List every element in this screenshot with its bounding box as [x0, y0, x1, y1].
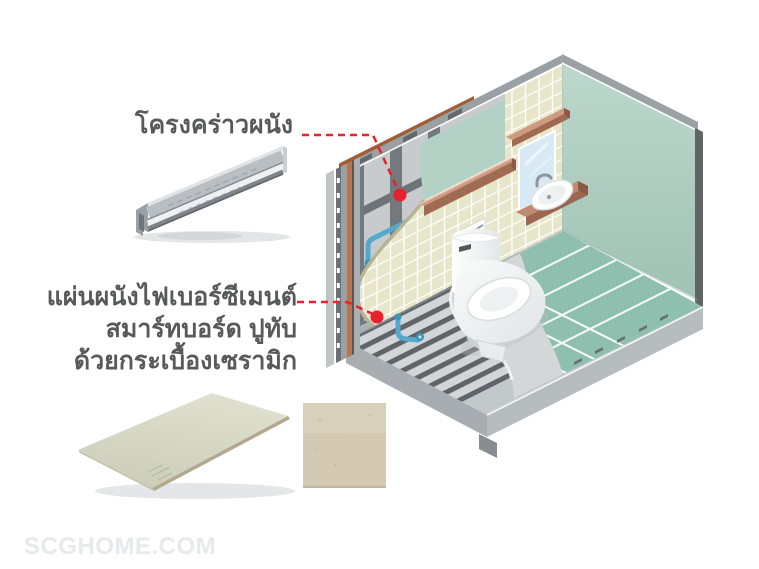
floor-slab-edge-left — [346, 341, 487, 437]
callouts — [297, 133, 407, 324]
faucet — [535, 173, 553, 188]
board-top-edge — [339, 96, 474, 169]
label-wall-frame: โครงคร่าวผนัง — [135, 111, 293, 139]
wall-ledge — [419, 157, 516, 216]
tile-spacers — [574, 314, 668, 365]
scghome-watermark: SCGHOME.COM — [24, 533, 217, 560]
callout-line-wall-frame — [302, 133, 400, 191]
toilet — [450, 228, 550, 363]
right-wall-top-trim — [562, 54, 698, 131]
floor-ceramic-tiles — [519, 231, 703, 374]
painted-wall-band — [419, 100, 505, 200]
rail — [364, 193, 390, 215]
wall-top-track — [339, 55, 563, 176]
fiber-cement-board-image — [78, 393, 295, 499]
slab-leg — [479, 434, 497, 458]
right-wall-surface — [562, 62, 698, 299]
callout-dot-wall-panel — [370, 310, 384, 324]
board-print-marks — [147, 464, 173, 481]
callout-dot-wall-frame — [393, 188, 407, 202]
label-wall-panel: แผ่นผนังไฟเบอร์ซีเมนต์ สมาร์ทบอร์ด ปูทับ… — [47, 281, 297, 377]
ceramic-tile-sample-image — [303, 403, 386, 488]
sink-counter — [516, 173, 588, 226]
board-edge-layer — [347, 161, 352, 358]
label-wall-panel-line3: ด้วยกระเบื้องเซรามิก — [73, 347, 297, 375]
flush-lever — [459, 244, 471, 252]
right-wall-edge — [695, 128, 703, 312]
floor-pipe — [394, 313, 424, 343]
right-wall — [561, 54, 703, 312]
mirror-shelf — [506, 108, 570, 147]
label-wall-panel-line1: แผ่นผนังไฟเบอร์ซีเมนต์ — [46, 283, 297, 311]
sink-basin — [530, 179, 574, 211]
label-wall-panel-line2: สมาร์ทบอร์ด ปูทับ — [105, 315, 297, 343]
stitch-marks — [336, 178, 340, 348]
wall-section-edge-layers — [326, 157, 360, 368]
board-peel-edge — [356, 198, 426, 328]
steel-frame-profile-image — [134, 146, 290, 243]
tile-speckles — [314, 413, 372, 473]
callout-line-wall-panel — [297, 300, 376, 317]
floor-slab-edge-front — [487, 307, 703, 437]
toilet-base — [476, 339, 507, 363]
